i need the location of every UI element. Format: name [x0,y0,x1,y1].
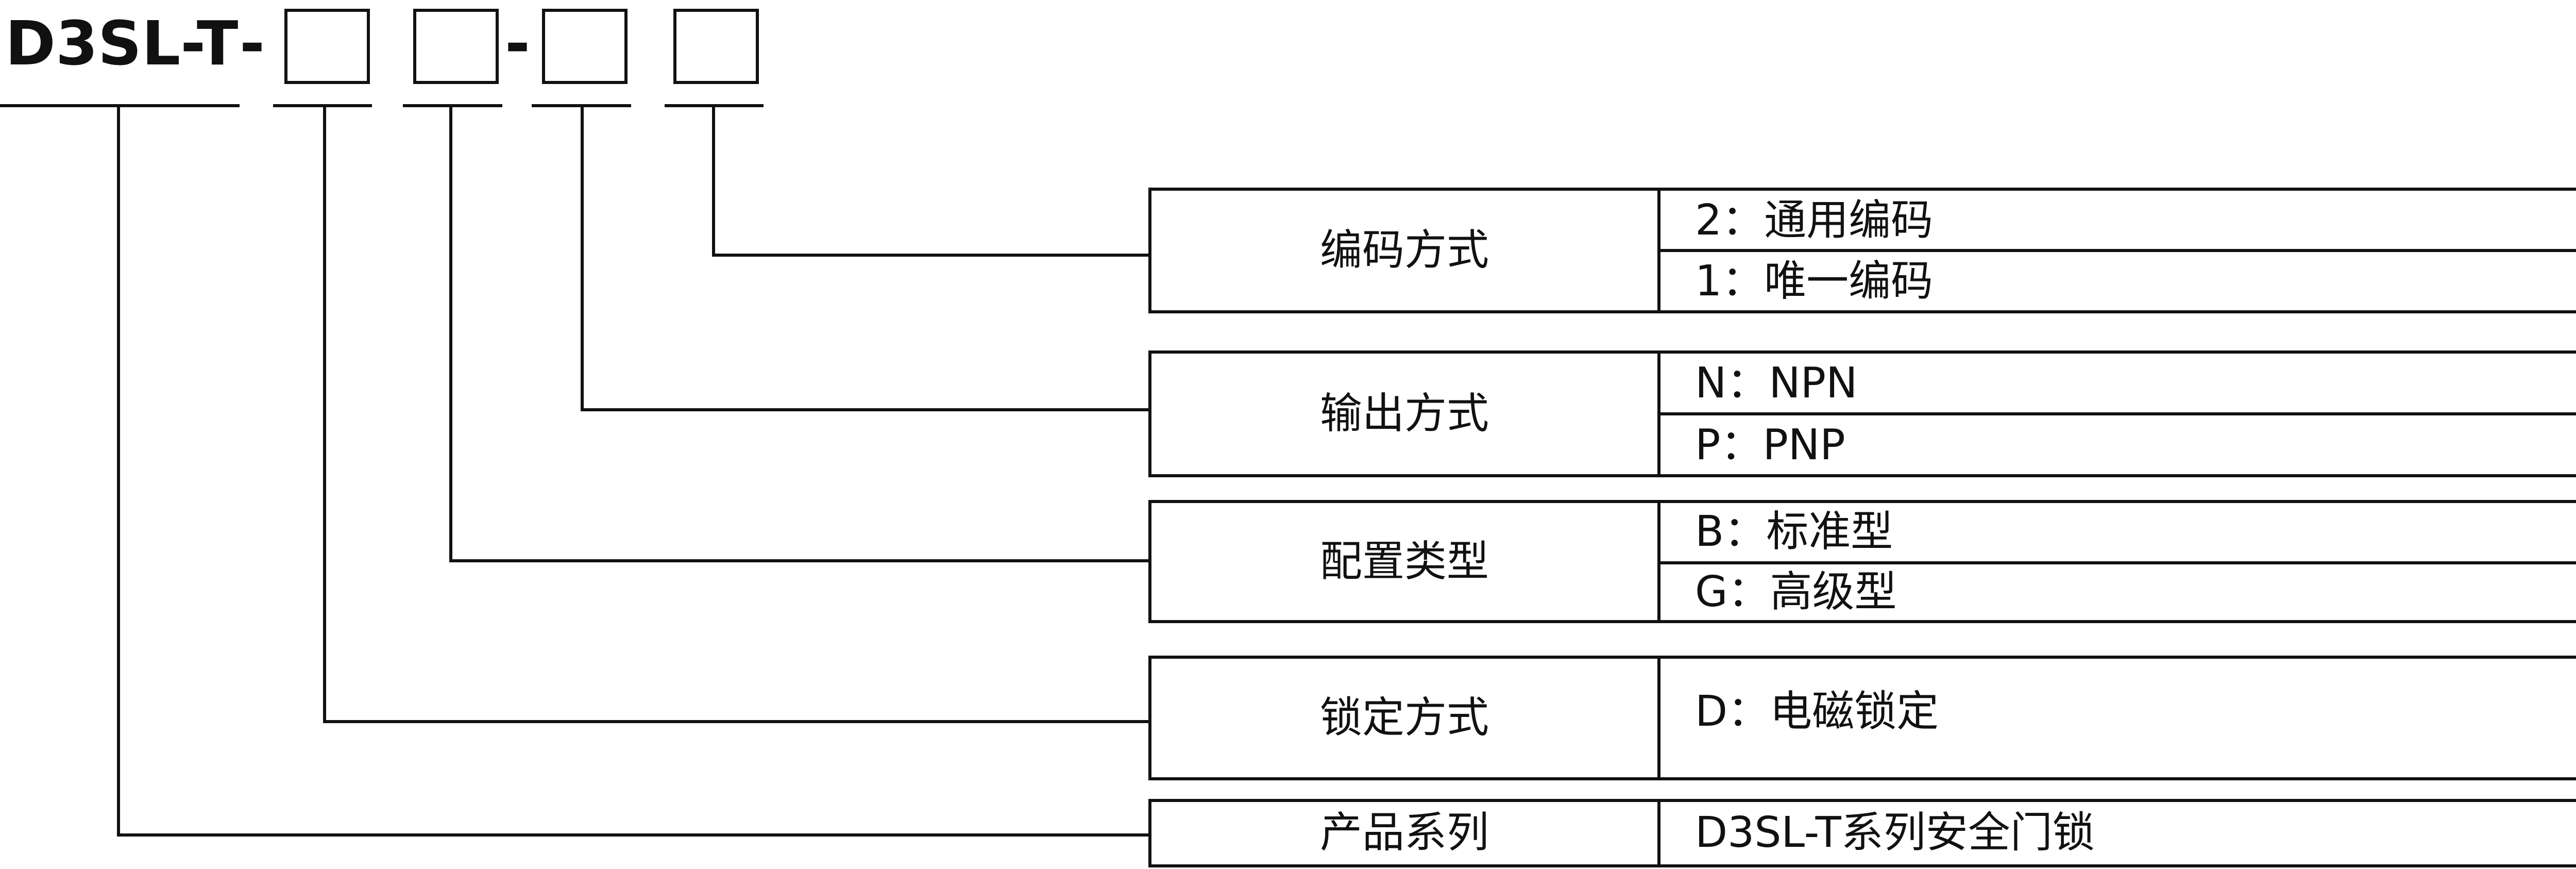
table-output [1148,350,2576,477]
table-series [1148,799,2576,867]
option-config-2: G：高级型 [1695,567,1897,616]
option-output-2: P：PNP [1695,421,1845,470]
option-encoding-2: 1：唯一编码 [1695,257,1934,306]
category-series: 产品系列 [1319,808,1489,857]
option-output-1: N：NPN [1695,359,1858,408]
option-config-1: B：标准型 [1695,507,1893,556]
category-output: 输出方式 [1319,389,1489,438]
option-encoding-1: 2：通用编码 [1695,196,1934,245]
option-lock-1: D：电磁锁定 [1695,687,1939,736]
leader-line-series [117,106,1150,837]
leader-line-lock [323,106,1150,723]
code-box-1 [284,9,370,84]
category-encoding: 编码方式 [1319,226,1489,275]
leader-line-output [581,106,1150,411]
table-encoding [1148,188,2576,313]
separator-2: - [505,8,530,79]
category-lock: 锁定方式 [1319,693,1489,742]
code-box-3 [542,9,628,84]
leader-line-config [449,106,1150,562]
category-config: 配置类型 [1319,537,1489,586]
table-config [1148,500,2576,623]
separator-1: - [240,8,265,79]
option-series-1: D3SL-T系列安全门锁 [1695,808,2095,857]
leader-line-encoding [712,106,1150,257]
code-box-2 [413,9,499,84]
model-prefix: D3SL-T [5,8,239,79]
table-lock [1148,656,2576,780]
code-box-4 [673,9,759,84]
